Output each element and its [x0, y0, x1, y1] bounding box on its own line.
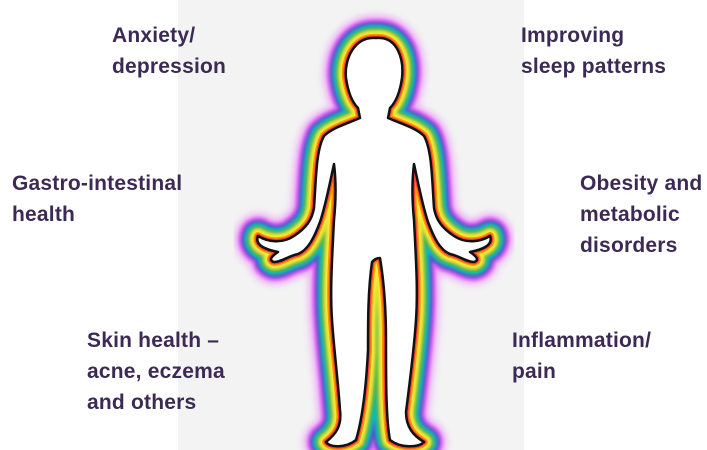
label-obesity-metabolic: Obesity and metabolic disorders [580, 168, 702, 261]
label-line: pain [512, 356, 651, 387]
label-line: disorders [580, 230, 702, 261]
label-gastro-intestinal-health: Gastro-intestinal health [12, 168, 182, 230]
label-line: Improving [521, 20, 666, 51]
label-inflammation-pain: Inflammation/ pain [512, 325, 651, 387]
label-line: sleep patterns [521, 51, 666, 82]
label-line: Anxiety/ [112, 20, 226, 51]
label-line: health [12, 199, 182, 230]
label-skin-health: Skin health – acne, eczema and others [87, 325, 225, 418]
label-anxiety-depression: Anxiety/ depression [112, 20, 226, 82]
label-line: Gastro-intestinal [12, 168, 182, 199]
label-line: depression [112, 51, 226, 82]
label-line: acne, eczema [87, 356, 225, 387]
label-line: and others [87, 387, 225, 418]
label-line: Inflammation/ [512, 325, 651, 356]
label-improving-sleep: Improving sleep patterns [521, 20, 666, 82]
label-line: metabolic [580, 199, 702, 230]
label-line: Obesity and [580, 168, 702, 199]
label-line: Skin health – [87, 325, 225, 356]
